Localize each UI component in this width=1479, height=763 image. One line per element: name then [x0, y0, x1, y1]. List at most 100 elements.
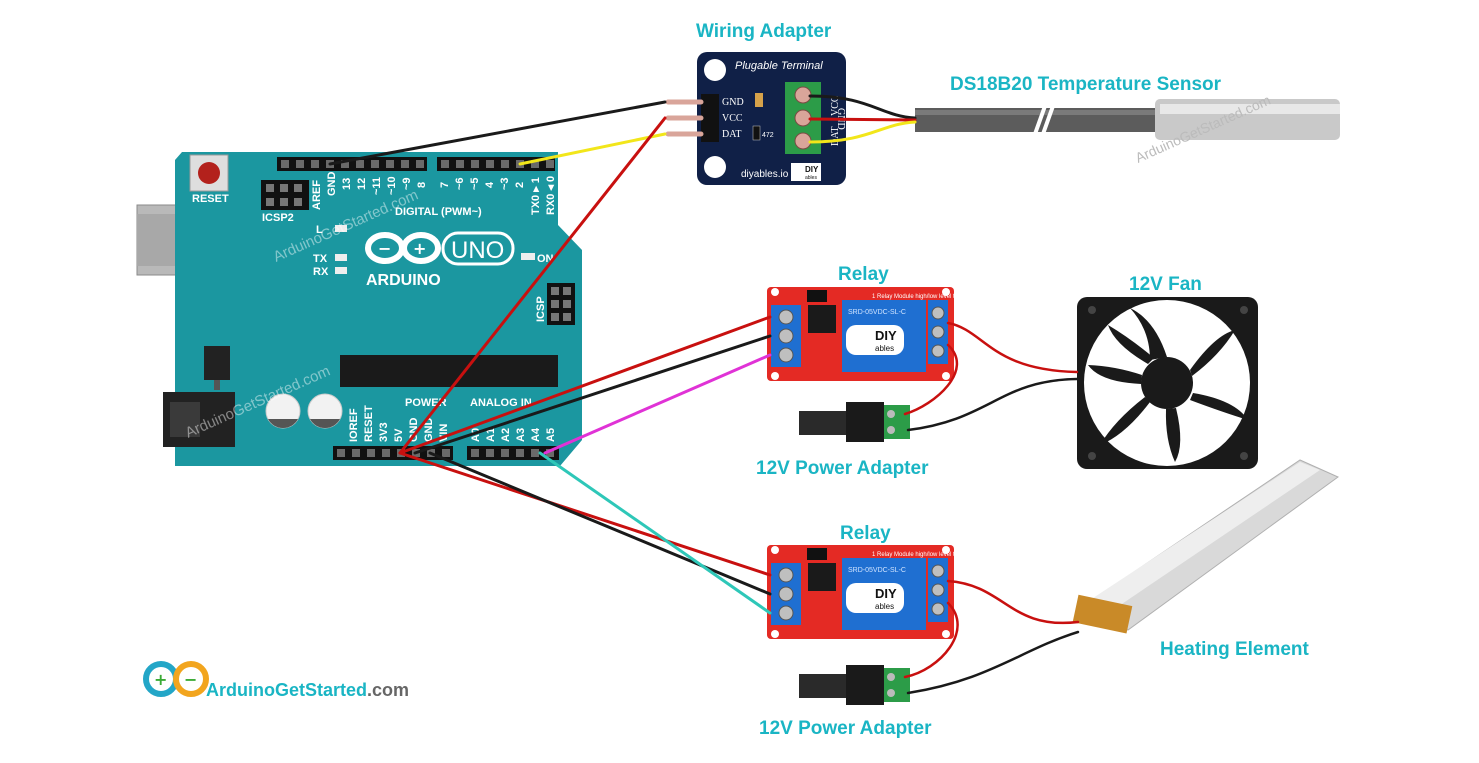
relay-top-hole-4	[942, 372, 950, 380]
adapter-gnd: GND	[722, 97, 744, 108]
relay-top-logo-bottom: ables	[875, 344, 894, 353]
power-bottom-plug	[799, 674, 849, 698]
adapter-vcc-right: VCC	[830, 95, 841, 116]
wire-relay-bottom-power-red	[903, 601, 959, 679]
adapter-capacitor	[755, 93, 763, 107]
brand-logo: + − ArduinoGetStarted.com	[143, 661, 409, 700]
pin-a4: A4	[530, 427, 542, 442]
power-adapter-bottom	[799, 665, 910, 705]
adapter-dat: DAT	[722, 129, 741, 140]
adapter-pin-header	[701, 94, 719, 142]
pin-aref: AREF	[311, 180, 323, 210]
pin-13: 13	[341, 178, 353, 190]
wire-5v-adapter	[398, 116, 667, 455]
voltage-regulator	[204, 346, 230, 380]
fan-screw-3	[1088, 452, 1096, 460]
relay-top-screw-5	[931, 325, 945, 339]
digital-header-right	[437, 157, 555, 171]
fan-screw-1	[1088, 306, 1096, 314]
relay-top-screw-6	[931, 344, 945, 358]
digital-label: DIGITAL (PWM~)	[395, 206, 482, 218]
wire-gnd-adapter	[328, 100, 667, 166]
relay-bottom-screw-5	[931, 583, 945, 597]
fan-blades	[1088, 308, 1248, 462]
reset-label: RESET	[192, 193, 229, 205]
pin-ioref: IOREF	[348, 408, 360, 442]
relay-bottom-screw-6	[931, 602, 945, 616]
relay-top-screw-4	[931, 306, 945, 320]
heater-tape	[1072, 594, 1133, 634]
wires	[328, 94, 1080, 695]
arduino-brand: ARDUINO	[366, 272, 441, 289]
digital-pin-labels: AREF GND 13 12 ~11 ~10 ~9 8 7 ~6 ~5 4 ~3…	[311, 172, 557, 216]
capacitor-2-stripe	[310, 419, 340, 428]
wire-5v-relay-bottom	[398, 451, 772, 577]
analog-label: ANALOG IN	[470, 397, 532, 409]
usb-connector-inner	[137, 214, 177, 266]
relay-bottom-hole-4	[942, 630, 950, 638]
pin-a3: A3	[515, 428, 527, 442]
power-top-screw-1	[887, 410, 895, 418]
logo-plus: +	[413, 239, 426, 258]
pin-3: ~3	[499, 177, 511, 190]
power-header-pins	[337, 449, 554, 457]
sensor-label: DS18B20 Temperature Sensor	[950, 74, 1222, 95]
wire-power-bottom-heater-black	[906, 630, 1080, 695]
pin-9: ~9	[401, 177, 413, 190]
power-bottom-body	[846, 665, 884, 705]
sensor-probe-shine	[1160, 104, 1340, 114]
adapter-logo-box	[791, 163, 821, 181]
wire-power-top-fan-black	[906, 377, 1079, 432]
on-led	[521, 253, 535, 260]
wire-relay-bottom-heater-red	[946, 579, 1080, 625]
wiring-adapter: Plugable Terminal GND VCC DAT 472 GND VC…	[697, 52, 846, 185]
wire-gnd-relay-top	[413, 334, 772, 455]
l-led-label: L	[316, 224, 323, 236]
regulator-tab	[214, 380, 220, 390]
relay-bottom-screw-3	[778, 605, 794, 621]
brand-name-suffix: .com	[367, 680, 409, 700]
pin-4: 4	[484, 181, 496, 188]
relay-bottom-hole-1	[771, 546, 779, 554]
fan	[1077, 297, 1258, 469]
relay-top-module-text: 1 Relay Module high/low level trigger	[872, 294, 970, 300]
pin-7: 7	[439, 182, 451, 188]
logo-minus: −	[378, 239, 391, 258]
wire-a5-relay-top	[543, 353, 772, 455]
power-bottom-label: 12V Power Adapter	[759, 718, 932, 739]
l-led	[335, 225, 347, 232]
brand-logo-icon	[143, 661, 209, 697]
brand-logo-minus: −	[184, 670, 197, 689]
relay-top-logo-top: DIY	[875, 328, 897, 343]
reset-button[interactable]	[198, 162, 220, 184]
wire-gnd-relay-bottom	[428, 451, 772, 596]
wire-sensor-yellow	[808, 120, 917, 144]
relay-bottom-hole-3	[771, 630, 779, 638]
relay-top-screw-2	[778, 328, 794, 344]
power-jack-inner	[170, 402, 200, 437]
tx-label: TX	[313, 253, 328, 265]
icsp-header	[547, 283, 575, 325]
tx-led	[335, 254, 347, 261]
relay-top-logo-box	[846, 325, 904, 355]
power-bottom-terminal	[884, 668, 910, 702]
adapter-title: Plugable Terminal	[735, 60, 823, 72]
wire-a4-relay-bottom	[538, 451, 772, 615]
power-top-screw-2	[887, 426, 895, 434]
pin-11: ~11	[371, 177, 383, 195]
pin-gnd: GND	[326, 172, 338, 197]
fan-screw-4	[1240, 452, 1248, 460]
power-bottom-screw-1	[887, 673, 895, 681]
pin-a2: A2	[500, 428, 512, 442]
capacitor-1-stripe	[268, 419, 298, 428]
pin-gnd2: GND	[423, 418, 435, 443]
pin-6: ~6	[454, 177, 466, 190]
wiring-adapter-label: Wiring Adapter	[696, 21, 832, 42]
ds18b20-sensor	[915, 99, 1340, 140]
adapter-screw-3	[794, 132, 812, 150]
adapter-resistor-value: 472	[762, 132, 774, 139]
uno-badge	[441, 231, 515, 266]
adapter-hole-tl	[704, 59, 726, 81]
adapter-resistor	[752, 125, 761, 141]
